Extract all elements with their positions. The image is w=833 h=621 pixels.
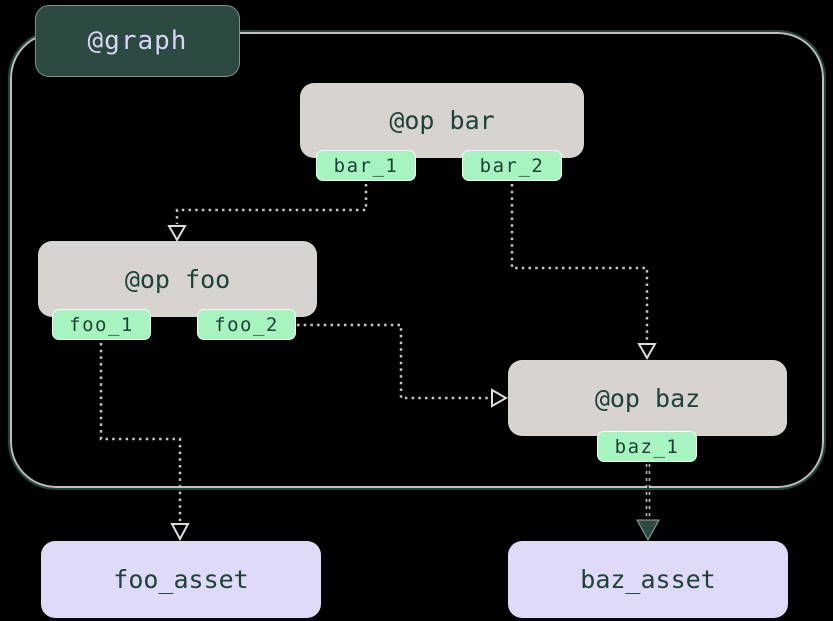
asset-node-baz-asset: baz_asset	[508, 541, 788, 618]
output-tag-bar-1-label: bar_1	[333, 154, 399, 177]
output-tag-foo-1: foo_1	[52, 309, 151, 340]
op-node-baz: @op baz	[508, 360, 787, 436]
asset-node-foo-asset-label: foo_asset	[113, 565, 249, 594]
arrowhead-down-into-foo-asset-icon	[170, 523, 190, 542]
output-tag-foo-1-label: foo_1	[69, 313, 134, 336]
op-node-foo: @op foo	[38, 241, 317, 317]
output-tag-foo-2-label: foo_2	[214, 313, 279, 336]
output-tag-foo-2: foo_2	[197, 309, 296, 340]
op-node-bar-label: @op bar	[389, 106, 495, 135]
op-node-baz-label: @op baz	[594, 383, 701, 413]
output-tag-bar-2-label: bar_2	[479, 154, 545, 177]
graph-node-label: @graph	[87, 26, 188, 56]
asset-node-baz-asset-label: baz_asset	[580, 565, 716, 594]
graph-node: @graph	[35, 5, 240, 77]
asset-node-foo-asset: foo_asset	[41, 541, 321, 618]
arrowhead-down-into-baz-asset-icon	[636, 519, 660, 542]
op-node-foo-label: @op foo	[124, 264, 231, 294]
output-tag-baz-1: baz_1	[597, 431, 697, 462]
graph-container-border	[8, 30, 826, 490]
output-tag-baz-1-label: baz_1	[614, 435, 680, 458]
output-tag-bar-1: bar_1	[316, 150, 416, 181]
op-node-bar: @op bar	[300, 83, 584, 158]
output-tag-bar-2: bar_2	[462, 150, 562, 181]
